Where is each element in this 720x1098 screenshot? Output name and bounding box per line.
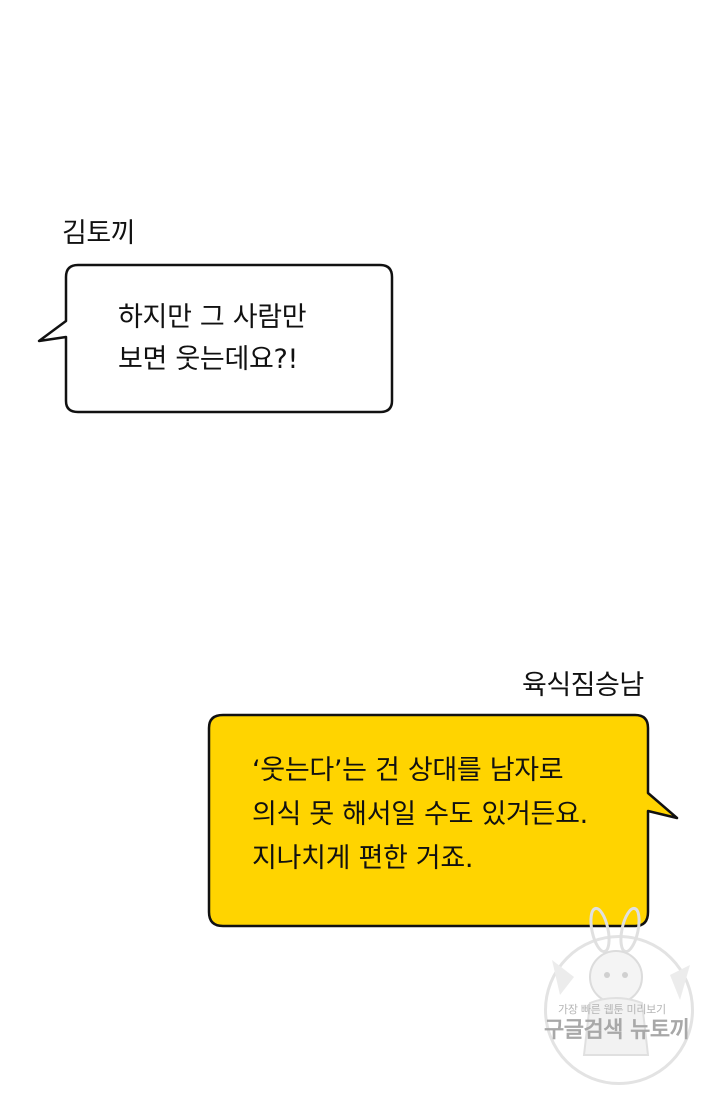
bubble-2-line: 의식 못 해서일 수도 있거든요. (252, 799, 588, 830)
speaker-name-kimtokki: 김토끼 (62, 218, 136, 249)
bubble-2-line: 지나치게 편한 거죠. (252, 843, 474, 874)
speech-bubble-yellow (207, 713, 679, 928)
watermark-tagline: 가장 빠른 웹툰 미리보기 (558, 1003, 666, 1016)
watermark-brand: 구글검색 뉴토끼 (544, 1018, 690, 1043)
bubble-2-line: ‘웃는다’는 건 상대를 남자로 (252, 755, 564, 786)
watermark-circle (544, 935, 694, 1085)
speech-bubble-white (37, 263, 394, 414)
speaker-name-yuksik: 육식짐승남 (522, 670, 644, 701)
bubble-1-line: 보면 웃는데요?! (118, 344, 299, 375)
bubble-1-text: 하지만 그 사람만 보면 웃는데요?! (118, 297, 307, 381)
watermark: 가장 빠른 웹툰 미리보기 구글검색 뉴토끼 (530, 905, 720, 1095)
bunny-mascot-icon (552, 906, 690, 1056)
bubble-1-line: 하지만 그 사람만 (118, 302, 307, 333)
bubble-2-text: ‘웃는다’는 건 상대를 남자로 의식 못 해서일 수도 있거든요. 지나치게 … (252, 749, 588, 881)
